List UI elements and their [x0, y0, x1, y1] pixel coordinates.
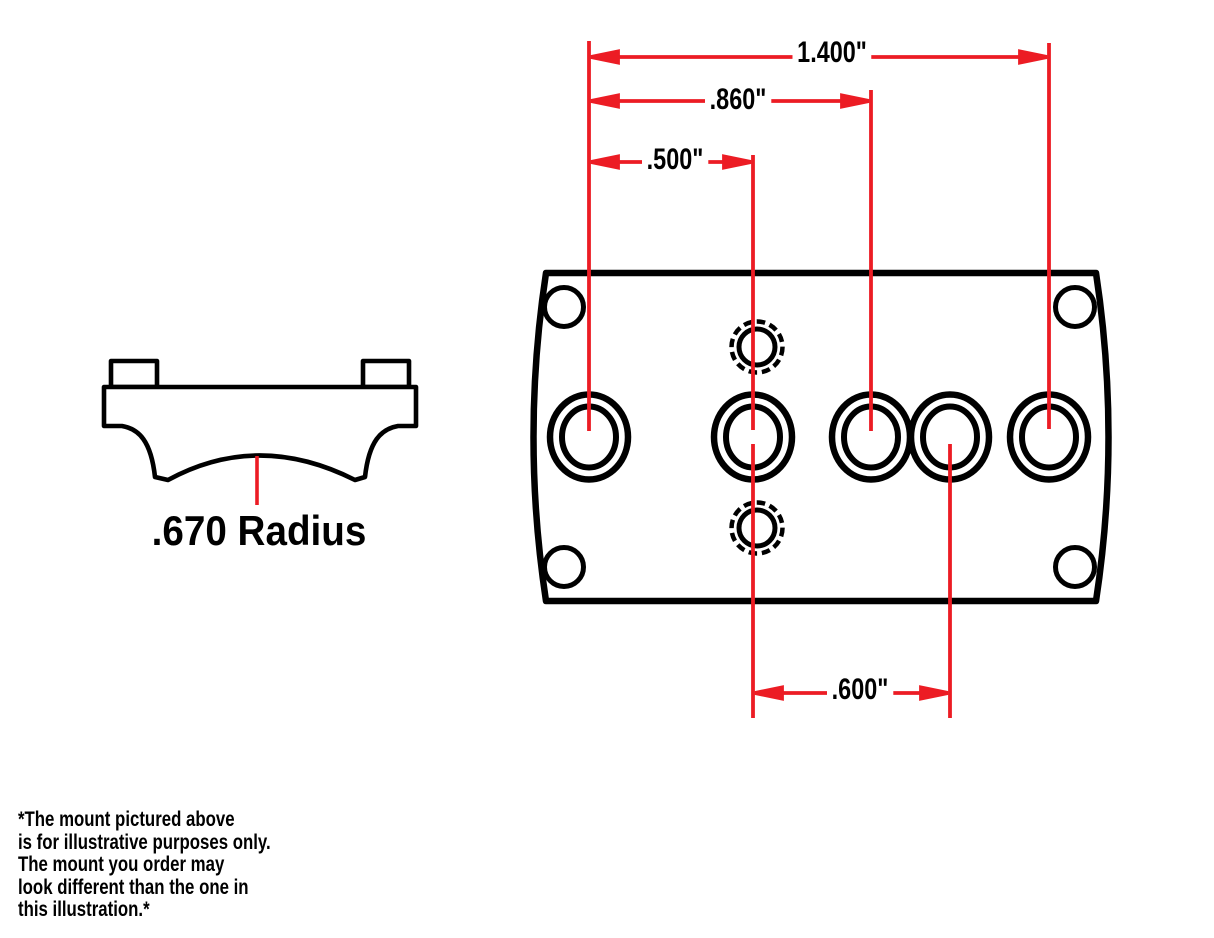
- dimension-label-second-hole-text: .500": [641, 143, 709, 177]
- mount-profile-outline: [101, 384, 419, 483]
- dimension-graphics: [587, 41, 1051, 718]
- corner-hole-bottom-right: [1053, 545, 1097, 589]
- plate-outline: [530, 269, 1112, 605]
- dashed-hole-bottom: [729, 500, 785, 556]
- disclaimer-line-2: is for illustrative purposes only.: [18, 830, 271, 854]
- arrowhead-left: [590, 49, 620, 65]
- right-mounting-tab: [360, 358, 412, 390]
- disclaimer-note: *The mount pictured above is for illustr…: [18, 808, 271, 922]
- dimension-label-third-hole: .860": [696, 83, 781, 117]
- plate-view-drawing: [530, 269, 1112, 605]
- corner-hole-bottom-left: [542, 545, 586, 589]
- dimension-label-bottom-spacing: .600": [818, 673, 903, 707]
- arrowhead-right: [722, 154, 752, 170]
- dimension-label-overall-width-text: 1.400": [792, 36, 872, 70]
- disclaimer-line-5: this illustration.*: [18, 898, 150, 921]
- corner-hole-top-left: [542, 285, 586, 329]
- arrowhead-left: [590, 93, 620, 109]
- dimension-label-overall-width: 1.400": [781, 36, 882, 70]
- side-view-drawing: [101, 358, 419, 483]
- arrowhead-right: [1018, 49, 1048, 65]
- radius-label: .670 Radius: [142, 510, 375, 552]
- dimension-label-third-hole-text: .860": [704, 83, 772, 117]
- dimension-label-second-hole: .500": [633, 143, 718, 177]
- arrowhead-left: [754, 685, 784, 701]
- disclaimer-line-4: look different than the one in: [18, 875, 249, 899]
- dimension-label-bottom-spacing-text: .600": [826, 673, 894, 707]
- disclaimer-line-1: *The mount pictured above: [18, 808, 235, 831]
- arrowhead-left: [590, 154, 620, 170]
- dashed-hole-top: [729, 319, 785, 375]
- arrowhead-right: [919, 685, 949, 701]
- left-mounting-tab: [108, 358, 160, 390]
- radius-label-text: .670 Radius: [151, 507, 367, 554]
- arrowhead-right: [840, 93, 870, 109]
- corner-hole-top-right: [1053, 285, 1097, 329]
- disclaimer-line-3: The mount you order may: [18, 853, 225, 876]
